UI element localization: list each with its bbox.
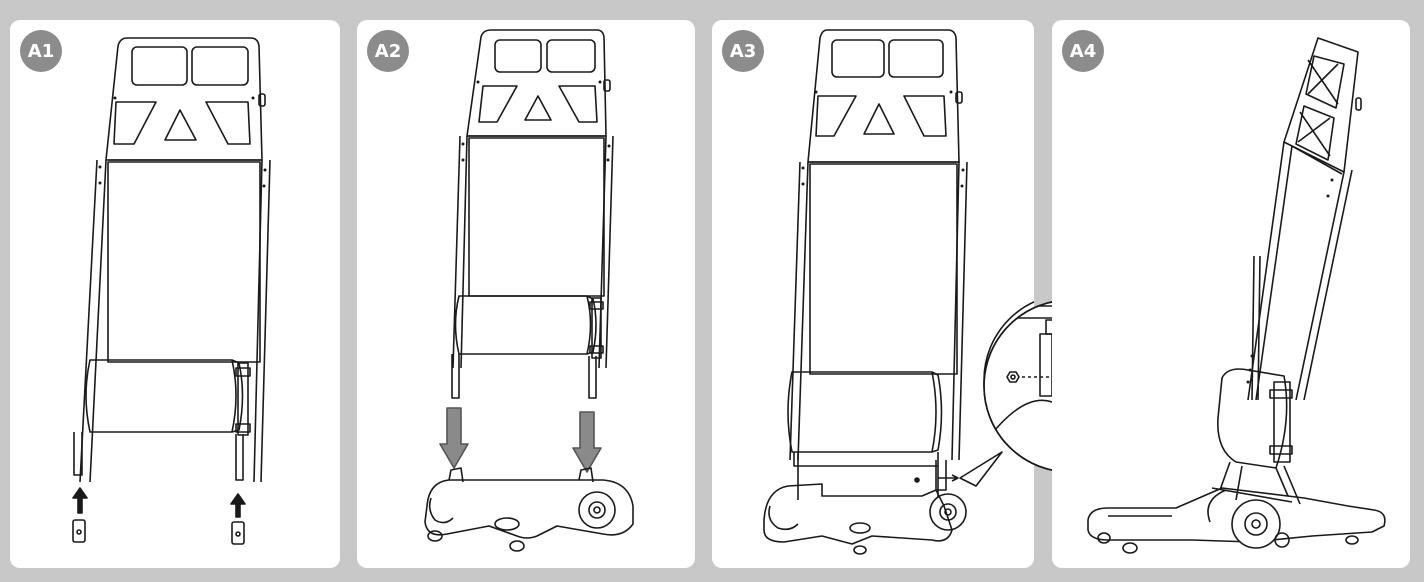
step-panel-a4: A4	[1052, 20, 1410, 568]
step-panel-a1: A1	[10, 20, 340, 568]
step-badge-a2: A2	[367, 30, 409, 72]
frame-illustration-a4	[1052, 20, 1410, 568]
frame-illustration-a2	[357, 20, 695, 568]
frame-illustration-a1	[10, 20, 340, 568]
step-panel-a3: A3	[712, 20, 1034, 568]
step-badge-a3: A3	[722, 30, 764, 72]
step-badge-a1: A1	[20, 30, 62, 72]
step-badge-a4: A4	[1062, 30, 1104, 72]
step-panel-a2: A2	[357, 20, 695, 568]
